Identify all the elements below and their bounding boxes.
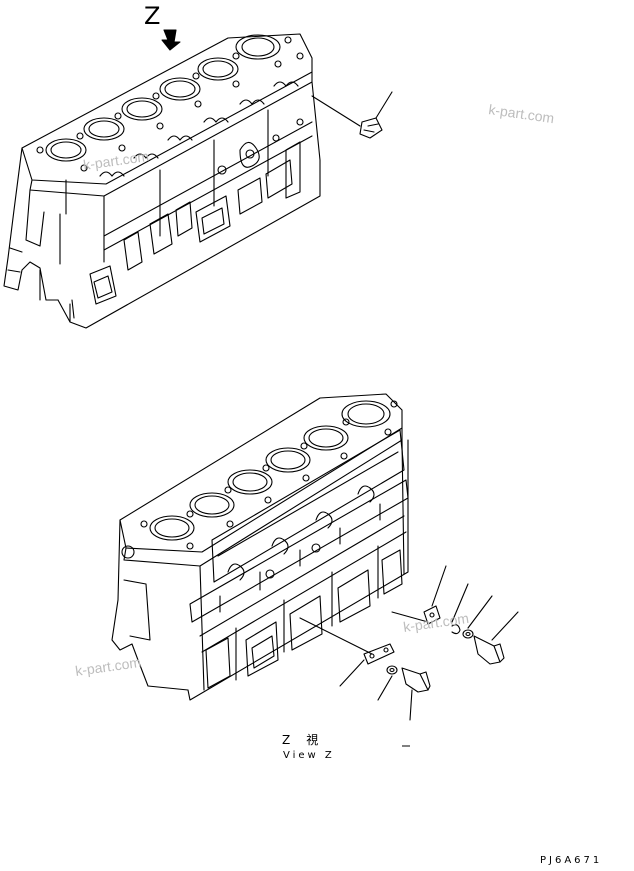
part-code-label: PJ6A671	[540, 855, 603, 866]
view-caption-japanese: Z 視	[282, 733, 321, 747]
engine-block-top	[3, 33, 393, 329]
watermark-1: k-part.com	[488, 101, 556, 126]
view-letter-label: Z	[144, 2, 161, 30]
view-caption-english: View Z	[283, 750, 335, 761]
bolt-lower	[401, 667, 431, 693]
engine-block-bottom	[111, 393, 429, 701]
watermark-3: k-part.com	[74, 654, 142, 679]
leader-line-plug	[375, 91, 393, 119]
drain-plug	[359, 117, 383, 139]
cover-plate	[363, 643, 395, 665]
leader-lines	[339, 565, 519, 721]
bolt-right	[473, 635, 505, 665]
view-arrow-z	[161, 29, 181, 51]
washer-right	[462, 629, 474, 639]
gasket-clip	[423, 605, 441, 625]
washer-lower	[386, 665, 398, 675]
clip-ring	[451, 624, 461, 635]
watermark-2: k-part.com	[82, 148, 150, 173]
